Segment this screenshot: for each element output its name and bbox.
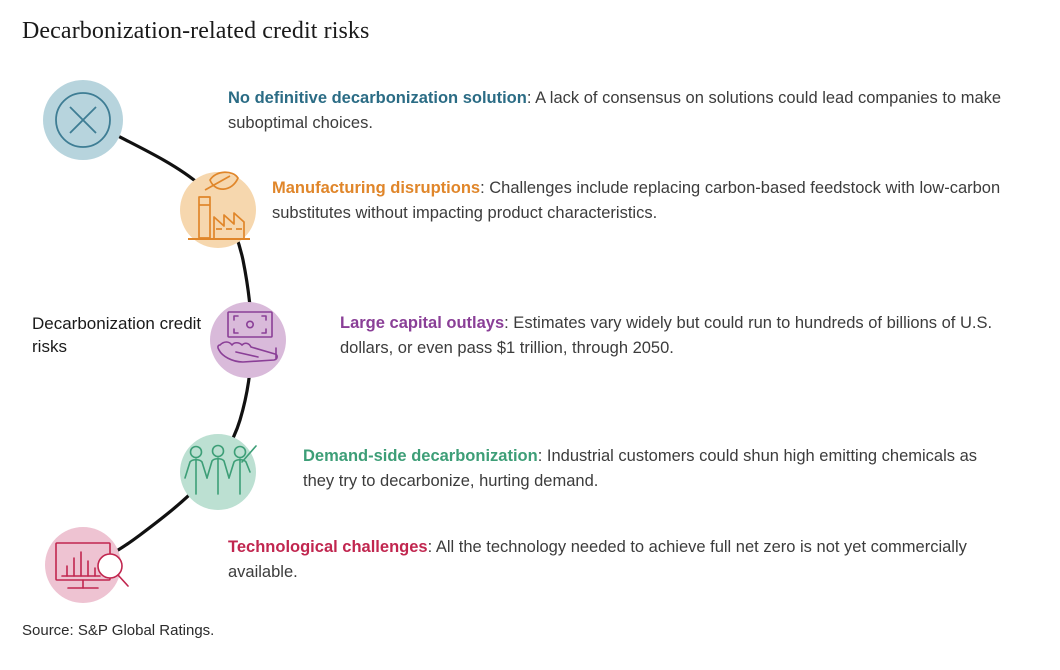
hand-money-icon bbox=[217, 311, 278, 363]
risk-item-lead-2: Large capital outlays bbox=[340, 314, 505, 332]
risk-item-body-4: : All the technology needed to achieve f… bbox=[228, 538, 967, 581]
node-factory-leaf[interactable] bbox=[180, 171, 256, 248]
risk-item-body-3: : Industrial customers could shun high e… bbox=[303, 447, 978, 490]
risk-item-text-0: No definitive decarbonization solution: … bbox=[228, 86, 1018, 136]
center-label: Decarbonization credit risks bbox=[32, 314, 202, 356]
risk-item-text-2: Large capital outlays: Estimates vary wi… bbox=[340, 311, 1040, 361]
risk-item-lead-4: Technological challenges bbox=[228, 538, 428, 556]
risk-item-body-2: : Estimates vary widely but could run to… bbox=[340, 314, 993, 357]
three-people-icon bbox=[184, 444, 257, 495]
risk-item-body-1: : Challenges include replacing carbon-ba… bbox=[272, 179, 1001, 222]
node-circle-x[interactable] bbox=[43, 80, 123, 160]
x-stroke-b bbox=[69, 106, 97, 134]
node-background-4 bbox=[45, 527, 121, 603]
risk-item-lead-0: No definitive decarbonization solution bbox=[228, 89, 527, 107]
source-note: Source: S&P Global Ratings. bbox=[22, 622, 215, 639]
node-hand-money[interactable] bbox=[210, 302, 286, 378]
risk-item-lead-3: Demand-side decarbonization bbox=[303, 447, 538, 465]
circle-x-icon bbox=[55, 92, 111, 148]
node-three-people[interactable] bbox=[180, 434, 257, 510]
page-title: Decarbonization-related credit risks bbox=[22, 18, 370, 44]
node-background-2 bbox=[210, 302, 286, 378]
risk-item-body-0: : A lack of consensus on solutions could… bbox=[228, 89, 1002, 132]
risk-item-text-4: Technological challenges: All the techno… bbox=[228, 535, 1018, 585]
factory-leaf-icon bbox=[188, 171, 250, 240]
risk-item-text-1: Manufacturing disruptions: Challenges in… bbox=[272, 176, 1032, 226]
risk-item-lead-1: Manufacturing disruptions bbox=[272, 179, 481, 197]
monitor-chart-search-icon bbox=[55, 542, 129, 589]
node-monitor-chart[interactable] bbox=[45, 527, 129, 603]
risk-item-text-3: Demand-side decarbonization: Industrial … bbox=[303, 444, 1003, 494]
